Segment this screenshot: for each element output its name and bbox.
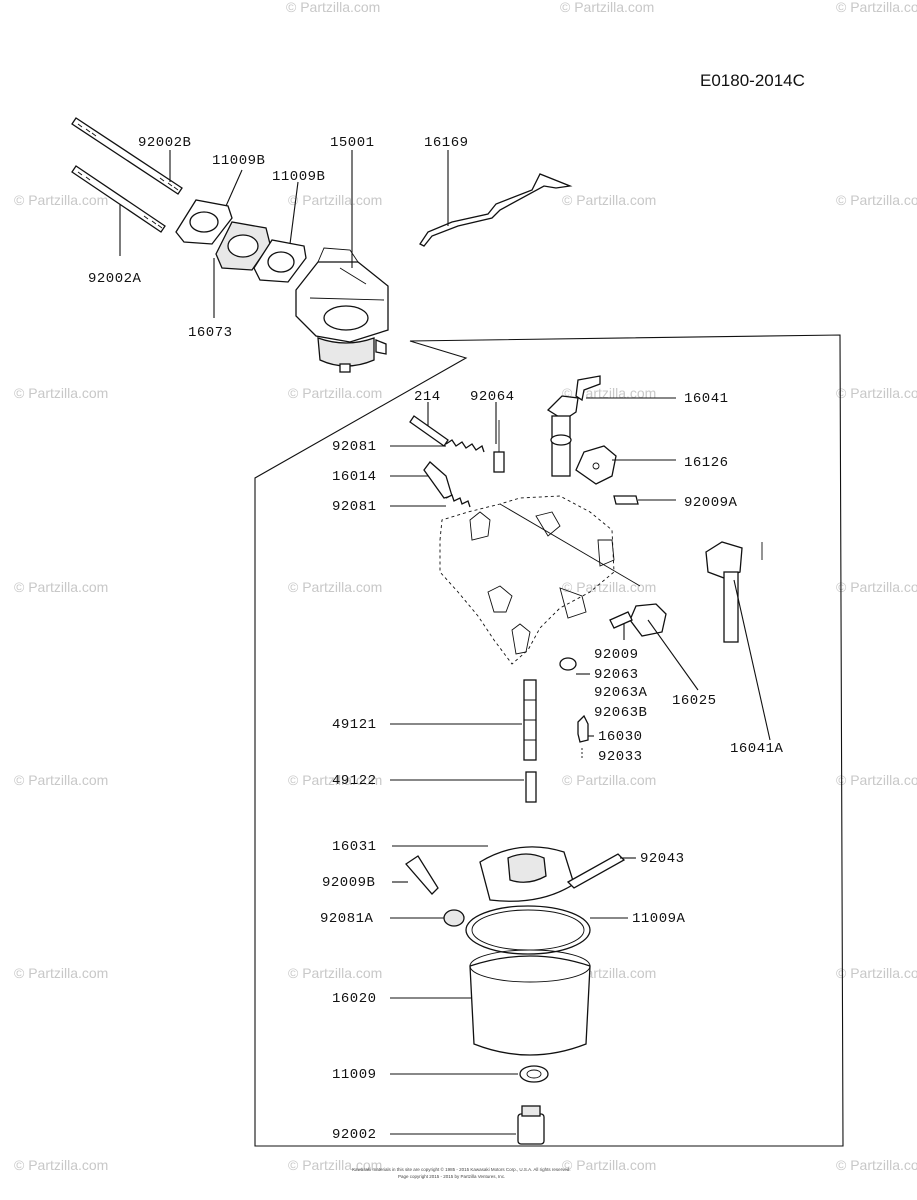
label-49122: 49122: [332, 773, 377, 789]
fitting-92064: [493, 420, 505, 473]
choke-shaft-16041a: [705, 541, 763, 643]
needle-16030: [577, 714, 589, 743]
watermark: © Partzilla.com: [288, 965, 382, 981]
watermark: © Partzilla.com: [836, 965, 917, 981]
carburetor-assy-15001: [295, 247, 389, 373]
label-11009b: 11009B: [272, 169, 325, 185]
label-92064: 92064: [470, 389, 515, 405]
watermark: © Partzilla.com: [14, 772, 108, 788]
watermark-layer: © Partzilla.com © Partzilla.com © Partzi…: [14, 0, 917, 1173]
float-bowl-16020: [469, 949, 591, 1056]
label-49121: 49121: [332, 717, 377, 733]
screw-92009: [609, 611, 633, 629]
label-92002: 92002: [332, 1127, 377, 1143]
label-92009b: 92009B: [322, 875, 375, 891]
label-16031: 16031: [332, 839, 377, 855]
main-jet-49122: [525, 771, 537, 803]
label-92002b: 92002B: [138, 135, 191, 151]
watermark: © Partzilla.com: [288, 385, 382, 401]
throttle-valve-16126: [575, 445, 617, 485]
gasket-11009b-front: [175, 199, 233, 245]
label-92009a: 92009A: [684, 495, 738, 511]
throttle-rod-16169: [419, 173, 573, 247]
label-16020: 16020: [332, 991, 377, 1007]
watermark: © Partzilla.com: [560, 0, 654, 15]
copyright-footer: Kawasaki materials in this site are copy…: [352, 1166, 571, 1172]
watermark: © Partzilla.com: [562, 772, 656, 788]
float-16031: [479, 846, 575, 902]
washer-92063: [559, 657, 577, 671]
label-92043: 92043: [640, 851, 685, 867]
watermark: © Partzilla.com: [836, 385, 917, 401]
watermark: © Partzilla.com: [14, 1157, 108, 1173]
copyright-footer: Page copyright 2015 - 2015 by Partzilla …: [398, 1174, 505, 1179]
label-92063: 92063: [594, 667, 639, 683]
carburetor-body: [439, 495, 641, 665]
watermark: © Partzilla.com: [836, 0, 917, 15]
watermark: © Partzilla.com: [288, 579, 382, 595]
label-16030: 16030: [598, 729, 643, 745]
o-ring-11009a: [465, 905, 591, 955]
label-11009b: 11009B: [212, 153, 265, 169]
label-92033: 92033: [598, 749, 643, 765]
watermark: © Partzilla.com: [836, 1157, 917, 1173]
watermark: © Partzilla.com: [286, 0, 380, 15]
watermark: © Partzilla.com: [836, 192, 917, 208]
watermark: © Partzilla.com: [562, 192, 656, 208]
spring-92081: [445, 439, 485, 453]
label-16041a: 16041A: [730, 741, 784, 757]
label-214: 214: [414, 389, 441, 405]
label-92009: 92009: [594, 647, 639, 663]
stud-bolt-92002b: [71, 117, 183, 195]
watermark: © Partzilla.com: [836, 772, 917, 788]
label-15001: 15001: [330, 135, 375, 151]
watermark: © Partzilla.com: [562, 1157, 656, 1173]
label-92063a: 92063A: [594, 685, 648, 701]
label-16126: 16126: [684, 455, 729, 471]
drain-bolt-92002: [517, 1105, 545, 1145]
watermark: © Partzilla.com: [288, 192, 382, 208]
watermark: © Partzilla.com: [836, 579, 917, 595]
label-92002a: 92002A: [88, 271, 142, 287]
label-16014: 16014: [332, 469, 377, 485]
label-92063b: 92063B: [594, 705, 647, 721]
label-11009: 11009: [332, 1067, 377, 1083]
watermark: © Partzilla.com: [14, 192, 108, 208]
watermark: © Partzilla.com: [562, 579, 656, 595]
label-92081a: 92081A: [320, 911, 374, 927]
spring-92081-lower: [445, 494, 471, 508]
detail-callout-frame: [254, 334, 844, 1147]
screw-92009a: [613, 495, 639, 505]
screw-92009b: [405, 855, 439, 895]
label-16041: 16041: [684, 391, 729, 407]
leader-lines: [119, 150, 771, 1135]
label-16169: 16169: [424, 135, 469, 151]
part-number-labels: 92002B 11009B 15001 16169 11009B 92002A …: [88, 135, 784, 1143]
watermark: © Partzilla.com: [288, 772, 382, 788]
watermark: © Partzilla.com: [14, 965, 108, 981]
diagram-code: E0180-2014C: [700, 71, 805, 90]
gasket-11009b-rear: [253, 239, 307, 283]
washer-92081a: [443, 909, 465, 927]
float-pin-92043: [566, 853, 626, 889]
label-92081: 92081: [332, 499, 377, 515]
label-92081: 92081: [332, 439, 377, 455]
label-11009a: 11009A: [632, 911, 686, 927]
screw-214: [409, 415, 449, 447]
label-16073: 16073: [188, 325, 233, 341]
watermark: © Partzilla.com: [288, 1157, 382, 1173]
pilot-screw-16014: [423, 461, 453, 499]
throttle-shaft-16041: [546, 375, 601, 477]
gasket-11009: [519, 1065, 549, 1083]
label-16025: 16025: [672, 693, 717, 709]
watermark: © Partzilla.com: [14, 385, 108, 401]
watermark: © Partzilla.com: [14, 579, 108, 595]
stud-bolt-92002a: [71, 165, 166, 233]
